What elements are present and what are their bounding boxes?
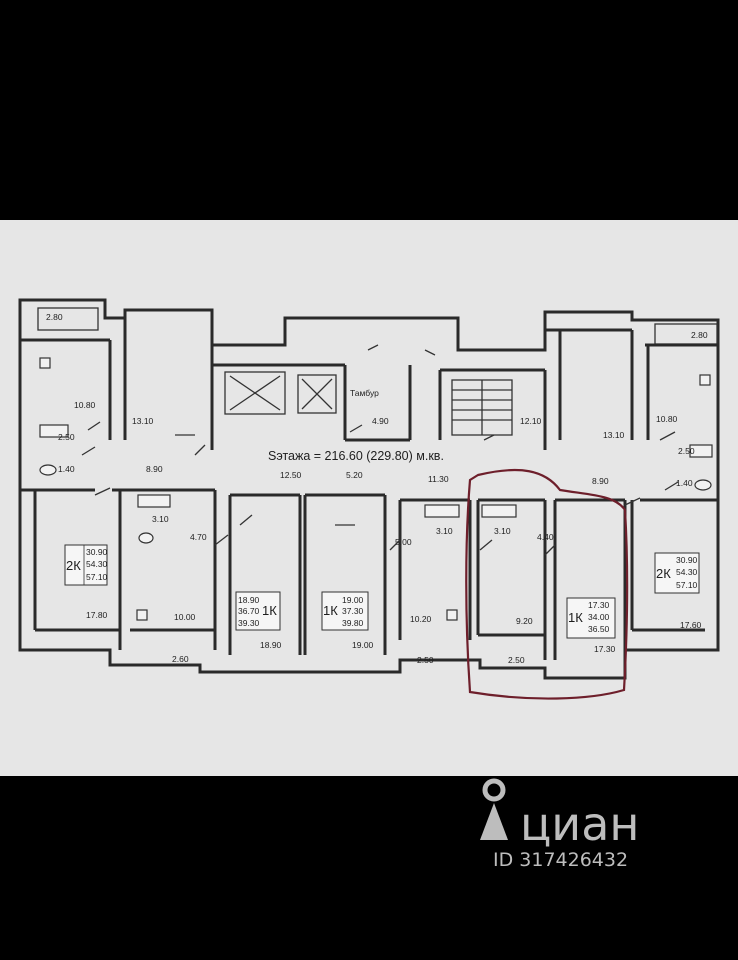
area-vestibule: 4.90 — [372, 416, 389, 426]
svg-text:1К: 1К — [323, 603, 338, 618]
svg-text:57.10: 57.10 — [86, 572, 108, 582]
svg-text:18.90: 18.90 — [238, 595, 260, 605]
area-balcony-a: 2.60 — [172, 654, 189, 664]
apartment-badge-3: 1К 19.00 37.30 39.80 — [321, 591, 369, 631]
room-area-labels: 2.80 2.80 10.80 10.80 2.50 2.50 1.40 1.4… — [46, 312, 708, 665]
elevator-shafts — [229, 375, 333, 411]
svg-text:34.00: 34.00 — [588, 612, 610, 622]
apartment-badge-1: 2К 30.90 54.30 57.10 — [64, 544, 108, 586]
area-bath-r: 2.50 — [678, 446, 695, 456]
area-balcony-tr: 2.80 — [691, 330, 708, 340]
area-room-top-l: 13.10 — [132, 416, 154, 426]
area-corridor-1: 12.50 — [280, 470, 302, 480]
area-stair: 12.10 — [520, 416, 542, 426]
svg-text:17.30: 17.30 — [588, 600, 610, 610]
area-hall-a: 4.70 — [190, 532, 207, 542]
area-corridor-2: 5.20 — [346, 470, 363, 480]
location-pin-icon — [480, 778, 508, 840]
area-hall-d: 5.00 — [395, 537, 412, 547]
svg-text:36.50: 36.50 — [588, 624, 610, 634]
area-hall-l: 8.90 — [146, 464, 163, 474]
area-room-c: 19.00 — [352, 640, 374, 650]
area-bath-l: 2.50 — [58, 432, 75, 442]
area-room-r: 17.60 — [680, 620, 702, 630]
outer-wall — [18, 298, 720, 680]
door-swings — [81, 344, 679, 556]
svg-text:2К: 2К — [656, 566, 671, 581]
core-walls — [212, 363, 547, 450]
area-room-e: 17.30 — [594, 644, 616, 654]
svg-text:37.30: 37.30 — [342, 606, 364, 616]
area-kitchen-d: 10.20 — [410, 614, 432, 624]
svg-text:39.30: 39.30 — [238, 618, 260, 628]
svg-text:39.80: 39.80 — [342, 618, 364, 628]
interior-walls-right — [398, 328, 718, 660]
area-balcony-tl: 2.80 — [46, 312, 63, 322]
svg-text:30.90: 30.90 — [676, 555, 698, 565]
svg-text:54.30: 54.30 — [86, 559, 108, 569]
apartment-badge-5: 2К 30.90 54.30 57.10 — [654, 552, 700, 594]
svg-text:57.10: 57.10 — [676, 580, 698, 590]
apartment-badge-2: 18.90 36.70 39.30 1К — [235, 591, 281, 631]
area-balcony-e: 2.50 — [508, 655, 525, 665]
balcony-top-left — [37, 307, 99, 331]
area-balcony-d: 2.50 — [417, 655, 434, 665]
area-hall-e: 4.40 — [537, 532, 554, 542]
area-kitchen-e: 9.20 — [516, 616, 533, 626]
paper — [0, 220, 738, 776]
area-room-top-r: 13.10 — [603, 430, 625, 440]
floor-plan-photo: Sэтажа = 216.60 (229.80) м.кв. Тамбур 2.… — [0, 220, 738, 776]
staircase — [451, 379, 513, 436]
svg-text:1К: 1К — [262, 603, 277, 618]
area-kitchen-a: 10.00 — [174, 612, 196, 622]
svg-text:2К: 2К — [66, 558, 81, 573]
area-hall-r: 8.90 — [592, 476, 609, 486]
floor-area-title: Sэтажа = 216.60 (229.80) м.кв. — [268, 449, 444, 463]
svg-text:1К: 1К — [568, 610, 583, 625]
svg-text:30.90: 30.90 — [86, 547, 108, 557]
fixtures — [39, 357, 713, 621]
selected-apartment-outline — [465, 468, 629, 700]
area-kitchen-l: 10.80 — [74, 400, 96, 410]
area-bath-a: 3.10 — [152, 514, 169, 524]
area-room-l: 17.80 — [86, 610, 108, 620]
vestibule-label: Тамбур — [350, 388, 379, 398]
floor-plan: Sэтажа = 216.60 (229.80) м.кв. Тамбур 2.… — [0, 220, 738, 776]
area-bath-e: 3.10 — [494, 526, 511, 536]
area-wc-l: 1.40 — [58, 464, 75, 474]
area-corridor-3: 11.30 — [428, 474, 449, 484]
interior-walls-left — [20, 318, 387, 655]
area-bath-d: 3.10 — [436, 526, 453, 536]
svg-text:19.00: 19.00 — [342, 595, 364, 605]
area-wc-r: 1.40 — [676, 478, 693, 488]
watermark-id: ID 317426432 — [493, 849, 628, 871]
svg-text:36.70: 36.70 — [238, 606, 260, 616]
area-room-b: 18.90 — [260, 640, 282, 650]
apartment-badge-4: 1К 17.30 34.00 36.50 — [566, 597, 616, 639]
watermark-brand: циан — [520, 797, 639, 851]
area-kitchen-r: 10.80 — [656, 414, 678, 424]
svg-text:54.30: 54.30 — [676, 567, 698, 577]
